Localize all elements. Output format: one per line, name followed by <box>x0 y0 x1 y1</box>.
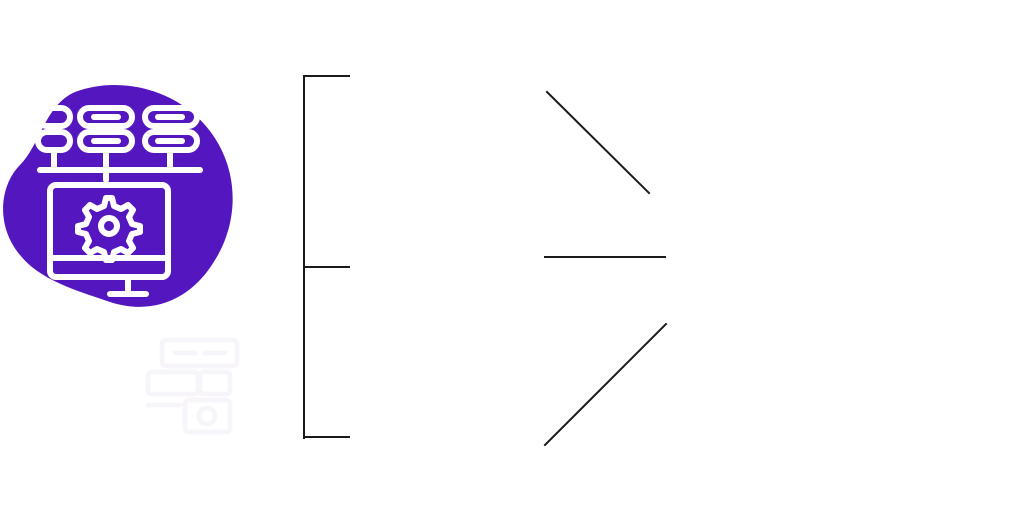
arrow-lower-diagonal <box>543 322 668 447</box>
server-settings-icon <box>0 80 245 320</box>
arrow-upper-diagonal <box>545 90 651 195</box>
server-monitor-outline-icon <box>140 330 240 435</box>
server-rack-group <box>35 105 203 297</box>
gear-icon <box>75 195 143 263</box>
